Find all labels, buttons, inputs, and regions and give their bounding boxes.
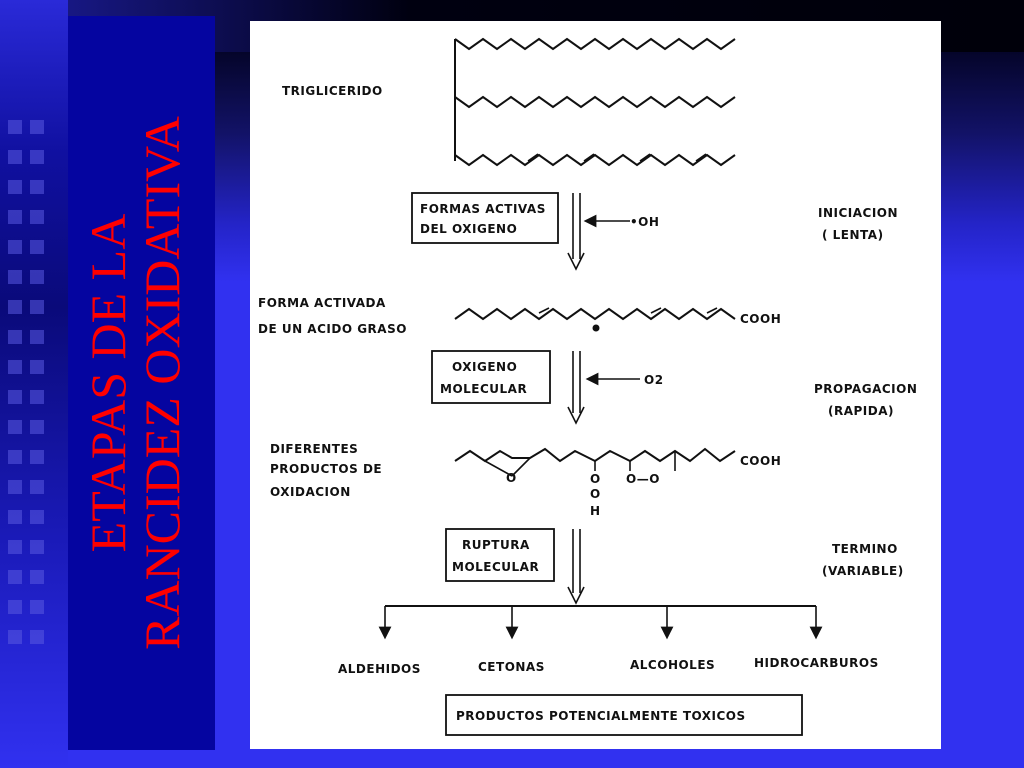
molecular-rupture-box [445, 528, 555, 582]
down-arrow-1 [567, 193, 585, 271]
toxic-products-box [445, 694, 803, 736]
down-arrow-2 [567, 351, 585, 425]
diagram-panel: TRIGLICERIDO FORMAS ACTIVAS DEL OXIGENO … [250, 21, 941, 749]
activated-acid-chain [454, 307, 736, 321]
triglyceride-label: TRIGLICERIDO [282, 84, 383, 98]
molecular-oxygen-line-1: OXIGENO [452, 360, 517, 374]
activated-acid-line-1: FORMA ACTIVADA [258, 296, 386, 310]
slide-title-line-1: ETAPAS DE LA [80, 213, 136, 553]
cooh-label-2: COOH [740, 454, 781, 468]
output-hydrocarbons: HIDROCARBUROS [754, 656, 879, 670]
fatty-chain-3 [454, 153, 736, 167]
oxygen-label: O2 [644, 373, 664, 387]
fatty-chain-1 [454, 37, 736, 51]
branching-arrows [378, 605, 823, 640]
molecular-oxygen-box [431, 350, 551, 404]
output-alcohols: ALCOHOLES [630, 658, 715, 672]
oxidized-chain [454, 447, 736, 463]
down-arrow-3 [567, 529, 585, 605]
toxic-products-label: PRODUCTOS POTENCIALMENTE TOXICOS [456, 709, 746, 723]
peroxide-bridge: O—O [626, 472, 660, 486]
products-line-2: PRODUCTOS DE [270, 462, 382, 476]
hydroperoxide-o1: O [590, 472, 601, 486]
output-aldehydes: ALDEHIDOS [338, 662, 421, 676]
molecular-rupture-line-1: RUPTURA [462, 538, 530, 552]
active-oxygen-box [411, 192, 559, 244]
molecular-rupture-line-2: MOLECULAR [452, 560, 539, 574]
fatty-chain-2 [454, 95, 736, 109]
hydroxyl-label: •OH [630, 215, 659, 229]
activated-acid-line-2: DE UN ACIDO GRASO [258, 322, 407, 336]
termination-label: TERMINO [832, 542, 898, 556]
molecular-oxygen-line-2: MOLECULAR [440, 382, 527, 396]
active-oxygen-line-1: FORMAS ACTIVAS [420, 202, 546, 216]
propagation-speed: (RAPIDA) [828, 404, 894, 418]
slide-title-line-2: RANCIDEZ OXIDATIVA [134, 116, 190, 650]
hydroperoxide-o2: O [590, 487, 601, 501]
rancidity-diagram: TRIGLICERIDO FORMAS ACTIVAS DEL OXIGENO … [258, 37, 917, 736]
products-line-1: DIFERENTES [270, 442, 358, 456]
products-line-3: OXIDACION [270, 485, 351, 499]
slide-title: ETAPAS DE LA RANCIDEZ OXIDATIVA [80, 33, 201, 733]
initiation-speed: ( LENTA) [822, 228, 884, 242]
triglyceride-structure [454, 37, 736, 167]
initiation-label: INICIACION [818, 206, 898, 220]
propagation-label: PROPAGACION [814, 382, 917, 396]
title-panel [68, 16, 215, 750]
left-decorative-strip [0, 0, 68, 768]
epoxide-oxygen-1: O [506, 471, 517, 485]
cooh-label-1: COOH [740, 312, 781, 326]
termination-speed: (VARIABLE) [822, 564, 904, 578]
radical-dot [592, 324, 600, 332]
output-ketones: CETONAS [478, 660, 545, 674]
active-oxygen-line-2: DEL OXIGENO [420, 222, 517, 236]
hydroperoxide-h: H [590, 504, 601, 518]
